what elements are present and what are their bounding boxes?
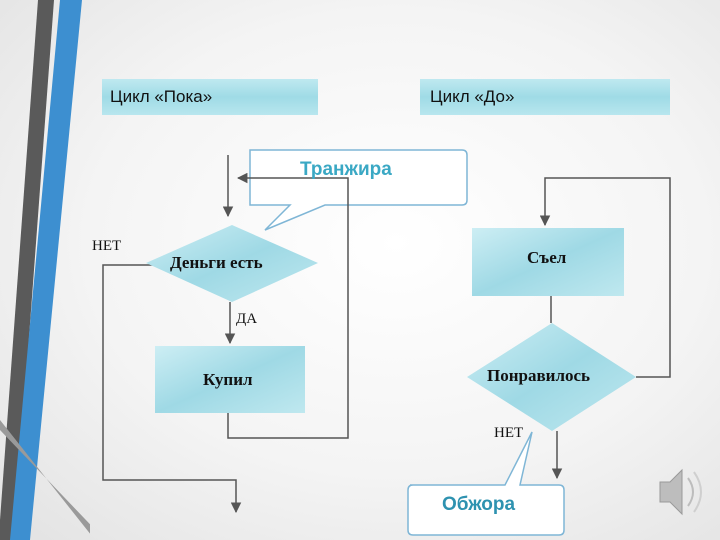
do-return-line — [544, 177, 671, 378]
while-return-line — [227, 172, 349, 439]
while-no-label: НЕТ — [92, 238, 122, 254]
callout-spender-text: Транжира — [300, 159, 392, 180]
speaker-icon[interactable] — [659, 468, 702, 516]
do-no-label: НЕТ — [494, 425, 524, 441]
while-yes-label: ДА — [236, 311, 258, 327]
decision-money-text: Деньги есть — [170, 253, 263, 272]
decision-money — [146, 225, 318, 302]
title-do-loop: Цикл «До» — [420, 79, 670, 115]
title-do-loop-text: Цикл «До» — [430, 87, 515, 106]
process-ate-text: Съел — [527, 248, 567, 267]
title-while-loop: Цикл «Пока» — [102, 79, 318, 115]
decision-liked — [467, 323, 636, 431]
title-while-loop-text: Цикл «Пока» — [110, 87, 213, 106]
decorative-stripes — [0, 0, 90, 540]
while-exit-line — [102, 264, 242, 514]
decision-liked-text: Понравилось — [487, 366, 591, 385]
process-bought — [155, 346, 305, 413]
process-ate — [472, 228, 624, 296]
callout-glutton-text: Обжора — [442, 494, 516, 515]
process-bought-text: Купил — [203, 370, 253, 389]
callout-glutton — [407, 431, 565, 536]
callout-spender — [249, 149, 468, 231]
